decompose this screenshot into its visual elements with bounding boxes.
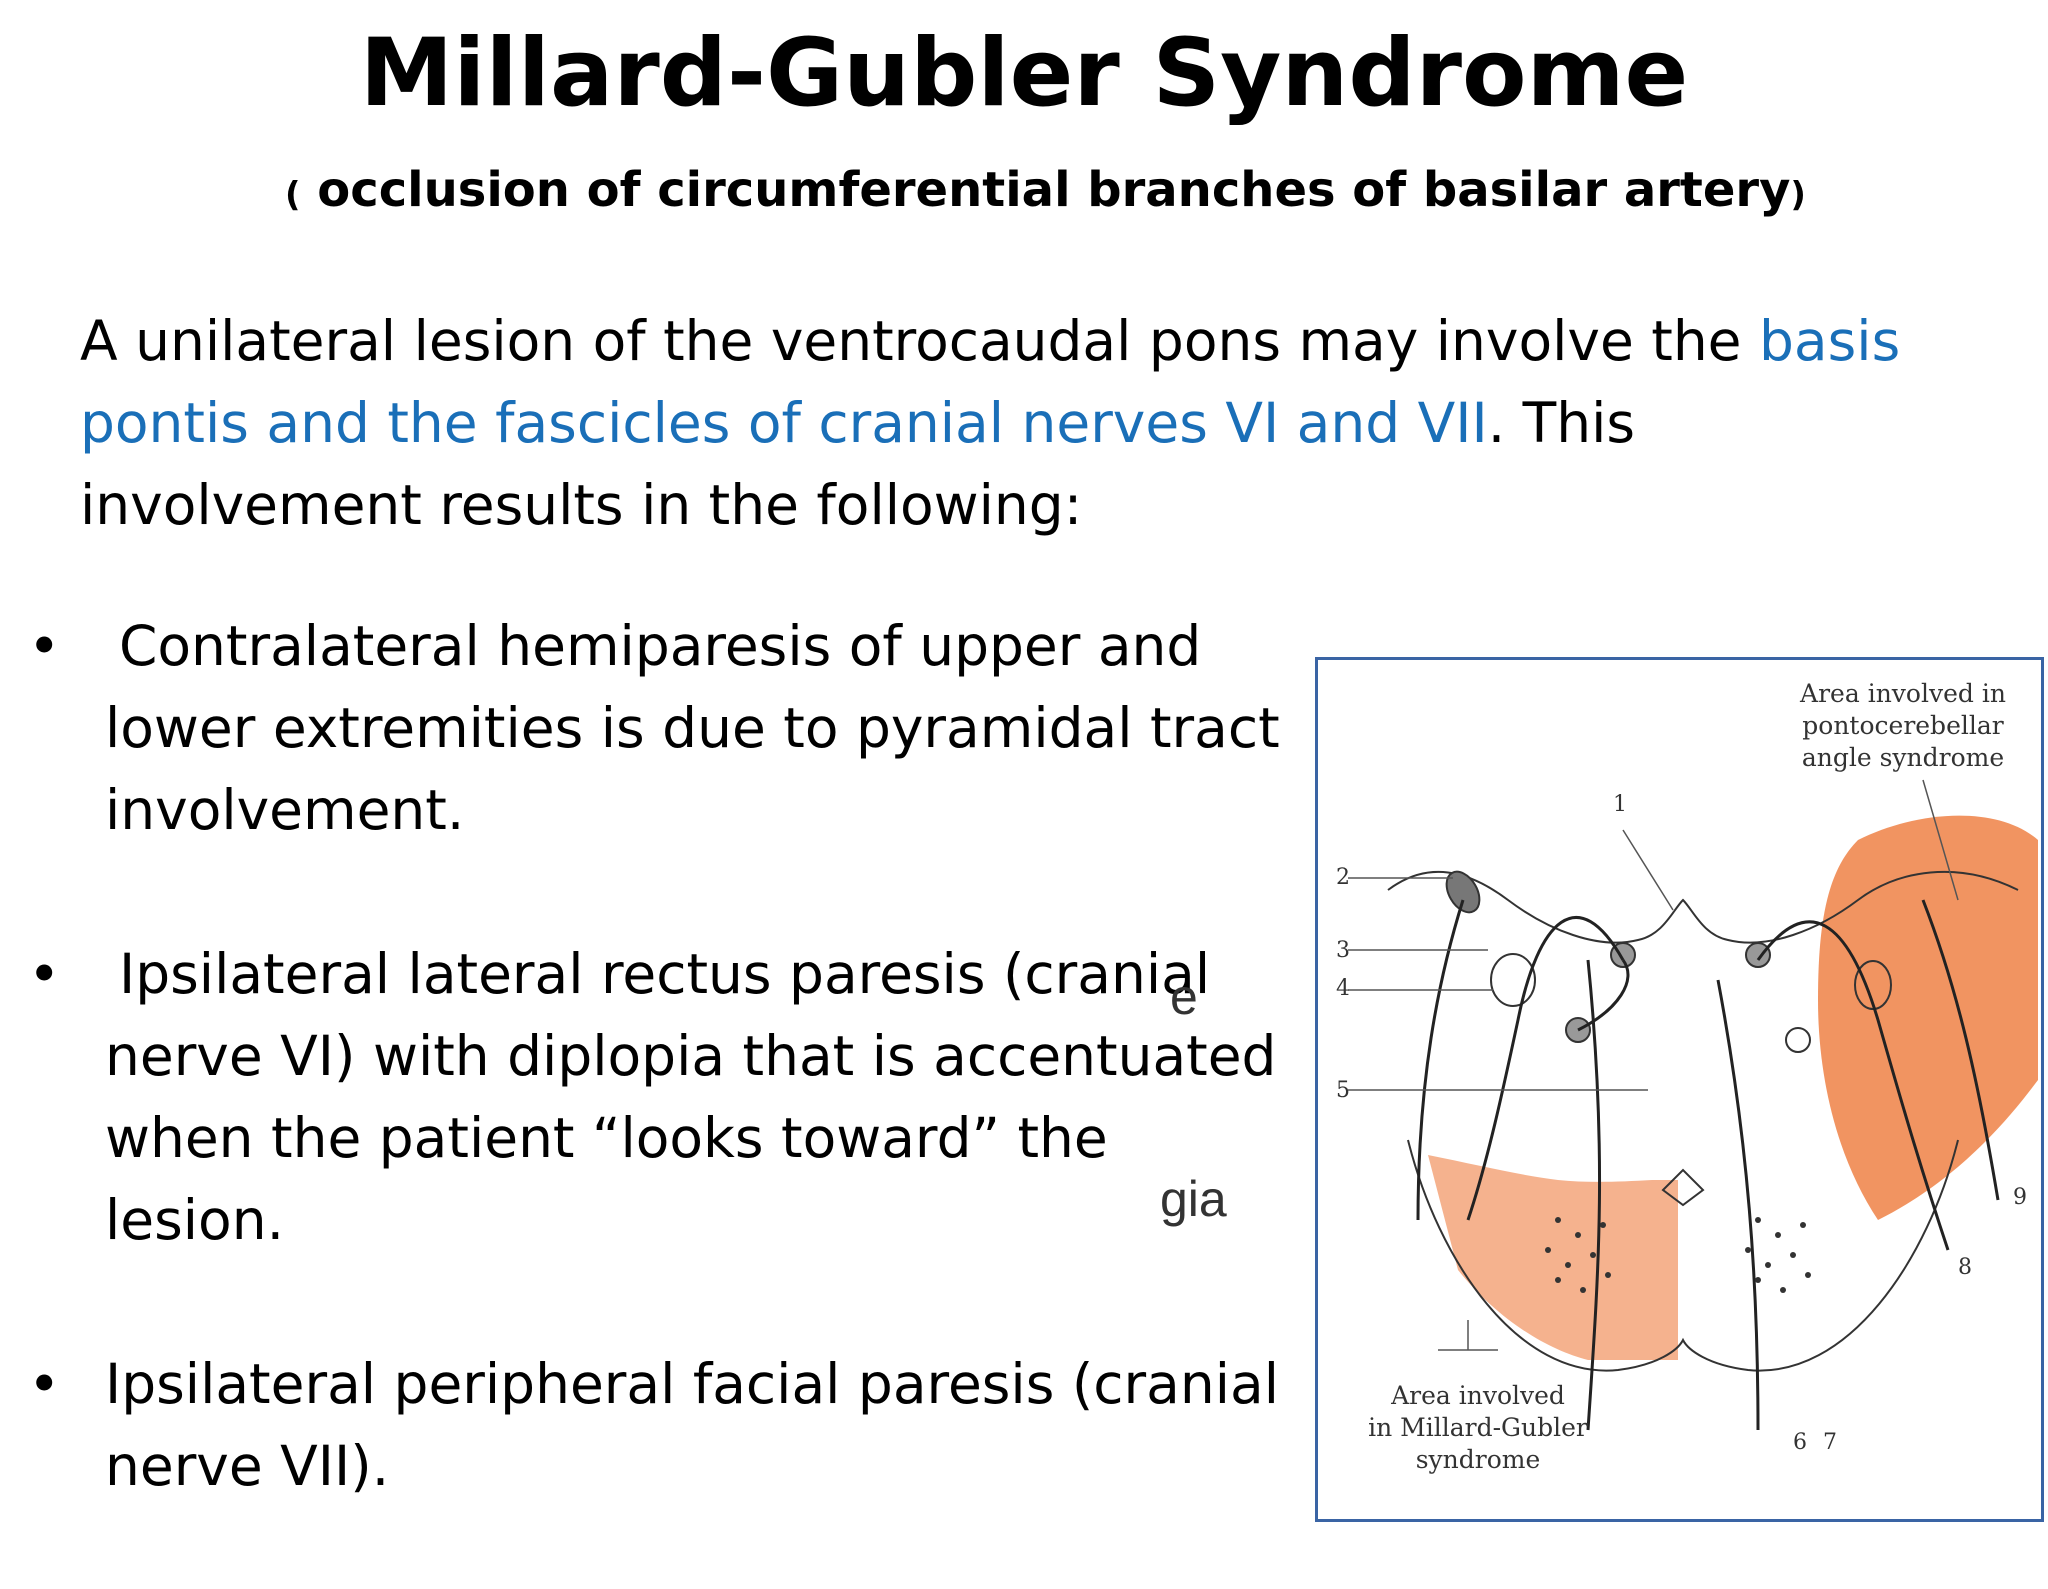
label-pontocerebellar: Area involved in pontocerebellar angle s… — [1773, 678, 2033, 774]
bullet-rest: Ipsilateral peripheral facial paresis (c… — [105, 1352, 1279, 1498]
label-line: Area involved — [1391, 1381, 1565, 1410]
intro-part1: A unilateral lesion of the ventrocaudal … — [80, 309, 1760, 373]
label-line: angle syndrome — [1801, 743, 2005, 772]
label-number-7: 7 — [1823, 1430, 1837, 1455]
nucleus-left-2 — [1490, 953, 1536, 1007]
label-number-3: 3 — [1336, 938, 1350, 963]
leader-line — [1922, 779, 1959, 901]
pons-diagram — [1348, 779, 2038, 1431]
stray-text-gia: gia — [1160, 1171, 1227, 1227]
bullet-item-lateral-rectus: • Ipsilateral lateral rectus paresis (cr… — [0, 933, 1300, 1261]
nerve-fibre — [1756, 920, 1950, 1251]
bullet-item-hemiparesis: • Contralateral hemiparesis of upper and… — [0, 605, 1300, 851]
pons-cross-section-figure: Area involved in pontocerebellar angle s… — [1315, 657, 2044, 1522]
bullet-rest: lower extremities is due to pyramidal tr… — [105, 696, 1280, 842]
nerve-fibre — [1586, 959, 1602, 1431]
nerve-fibre — [1466, 915, 1625, 1221]
intro-part2: . This involvement results in the follow… — [80, 391, 1636, 537]
leader-line — [1622, 829, 1674, 911]
bullet-rest: nerve VI) with diplopia that is accentua… — [105, 1024, 1277, 1252]
nerve-fibre — [1577, 959, 1630, 1032]
label-number-9: 9 — [2013, 1185, 2027, 1210]
label-number-4: 4 — [1336, 976, 1350, 1001]
slide-title: Millard-Gubler Syndrome — [359, 19, 1689, 128]
label-line: Area involved in — [1800, 679, 2006, 708]
slide-subtitle: ( occlusion of circumferential branches … — [285, 162, 1806, 218]
label-line: in Millard-Gubler — [1368, 1413, 1588, 1442]
bullet-lead: Ipsilateral lateral rectus paresis (cran… — [119, 942, 1211, 1006]
bullet-dot: • — [28, 1352, 61, 1416]
pyramidal-tract-left — [1545, 1217, 1611, 1293]
label-number-8: 8 — [1958, 1255, 1972, 1280]
bullet-dot: • — [28, 614, 61, 678]
subtitle-open-paren: ( — [285, 175, 301, 215]
pons-outline — [1387, 870, 2019, 944]
nucleus-right-2 — [1785, 1027, 1811, 1053]
pons-outline-bottom — [1407, 1139, 1959, 1372]
label-line: pontocerebellar — [1802, 711, 2004, 740]
bullet-dot: • — [28, 942, 61, 1006]
fourth-ventricle — [1661, 1168, 1705, 1207]
label-number-2: 2 — [1336, 865, 1350, 890]
label-millard-gubler: Area involved in Millard-Gubler syndrome — [1358, 1380, 1598, 1476]
millard-gubler-area — [1428, 1155, 1678, 1360]
label-number-6: 6 — [1793, 1430, 1807, 1455]
label-number-5: 5 — [1336, 1078, 1350, 1103]
nucleus-right-1 — [1745, 942, 1771, 968]
nerve-fibre — [1416, 899, 1465, 1221]
nucleus-left-1 — [1445, 870, 1481, 914]
pyramidal-tract-right — [1745, 1217, 1811, 1293]
bullet-item-facial-paresis: • Ipsilateral peripheral facial paresis … — [0, 1343, 1300, 1507]
subtitle-close-paren: ) — [1790, 175, 1806, 215]
bracket-line — [1438, 1320, 1498, 1351]
label-line: syndrome — [1415, 1445, 1541, 1474]
subtitle-text: occlusion of circumferential branches of… — [300, 162, 1791, 218]
intro-paragraph: A unilateral lesion of the ventrocaudal … — [80, 300, 1980, 546]
nerve-fibre — [1921, 899, 2000, 1201]
bullet-list: • Contralateral hemiparesis of upper and… — [0, 605, 1300, 1589]
intro-highlight: basis pontis and the fascicles of crania… — [80, 309, 1901, 455]
label-number-1: 1 — [1613, 792, 1627, 817]
stray-text-e: e — [1170, 969, 1198, 1025]
pontocerebellar-area — [1818, 815, 2038, 1220]
bullet-lead: Contralateral hemiparesis of upper and — [119, 614, 1202, 678]
nerve-fibre — [1716, 979, 1760, 1431]
